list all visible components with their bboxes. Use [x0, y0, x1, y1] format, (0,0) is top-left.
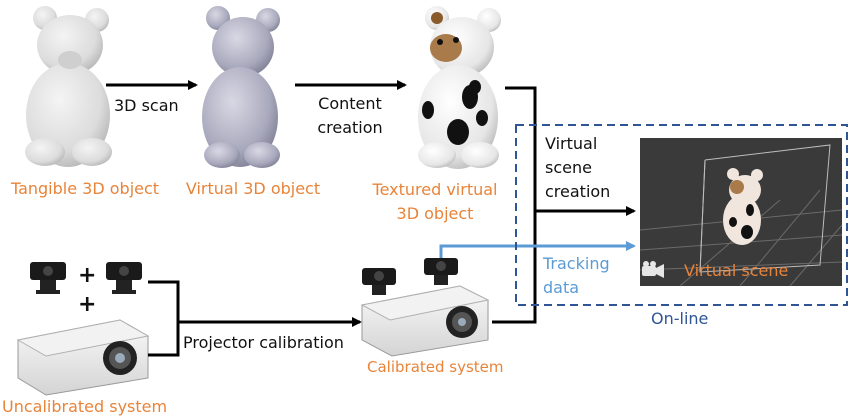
calibrated-camera-left-icon	[362, 268, 396, 295]
camera-icon	[642, 261, 664, 278]
textured-object-label: Textured virtual 3D object	[372, 180, 498, 223]
content-creation-label: Content creation	[317, 94, 383, 137]
virtual-scene-label: Virtual scene	[684, 261, 789, 280]
camera-left-icon	[30, 262, 66, 294]
calibrated-camera-right-icon	[424, 258, 458, 285]
online-label: On-line	[651, 309, 709, 328]
projector-calibration-label: Projector calibration	[183, 333, 344, 352]
scene-bear-icon	[723, 168, 763, 245]
uncalibrated-system-label: Uncalibrated system	[2, 397, 168, 416]
scene-creation-connector	[492, 86, 537, 324]
textured-bear-icon	[418, 6, 501, 169]
uncalibrated-projector-icon	[16, 319, 150, 396]
scan-label: 3D scan	[114, 96, 179, 115]
tracking-data-label: Tracking data	[543, 254, 610, 297]
calibration-connector	[148, 280, 180, 357]
plus-sign-bottom: +	[78, 292, 97, 317]
virtual-scene-panel	[639, 138, 843, 287]
calibrated-projector-icon	[360, 285, 490, 357]
tangible-object-label: Tangible 3D object	[10, 179, 160, 198]
plus-sign-top: +	[78, 263, 97, 288]
virtual-scene-creation-label: Virtual scene creation	[545, 134, 611, 201]
calibrated-system-label: Calibrated system	[367, 358, 504, 376]
virtual-object-label: Virtual 3D object	[185, 179, 321, 198]
tracking-data-arrow	[439, 241, 636, 258]
online-region	[515, 124, 848, 306]
virtual-bear-icon	[202, 6, 280, 168]
tangible-bear-icon	[25, 6, 112, 167]
camera-right-icon	[106, 262, 142, 294]
